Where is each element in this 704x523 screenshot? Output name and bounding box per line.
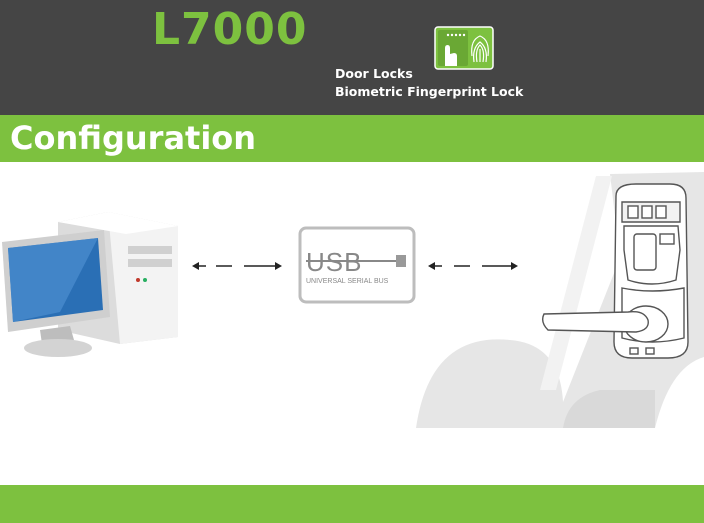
configuration-diagram: USB UNIVERSAL SERIAL BUS: [2, 172, 704, 428]
subtitle-line-1: Door Locks: [335, 66, 413, 81]
usb-caption: UNIVERSAL SERIAL BUS: [306, 278, 389, 285]
brand-title: L7000: [152, 4, 308, 55]
usb-icon: USB UNIVERSAL SERIAL BUS: [298, 226, 416, 304]
door-lock-icon: [541, 183, 689, 359]
section-title: Configuration: [10, 119, 257, 157]
section-bar: [0, 115, 704, 162]
fingerprint-touch-icon: [434, 26, 494, 70]
double-arrow-icon: [192, 262, 282, 270]
desktop-computer-icon: [2, 212, 178, 357]
header-bar: [0, 0, 704, 115]
subtitle-line-2: Biometric Fingerprint Lock: [335, 84, 524, 99]
footer-bar: [0, 485, 704, 523]
double-arrow-icon-right: [428, 262, 518, 270]
